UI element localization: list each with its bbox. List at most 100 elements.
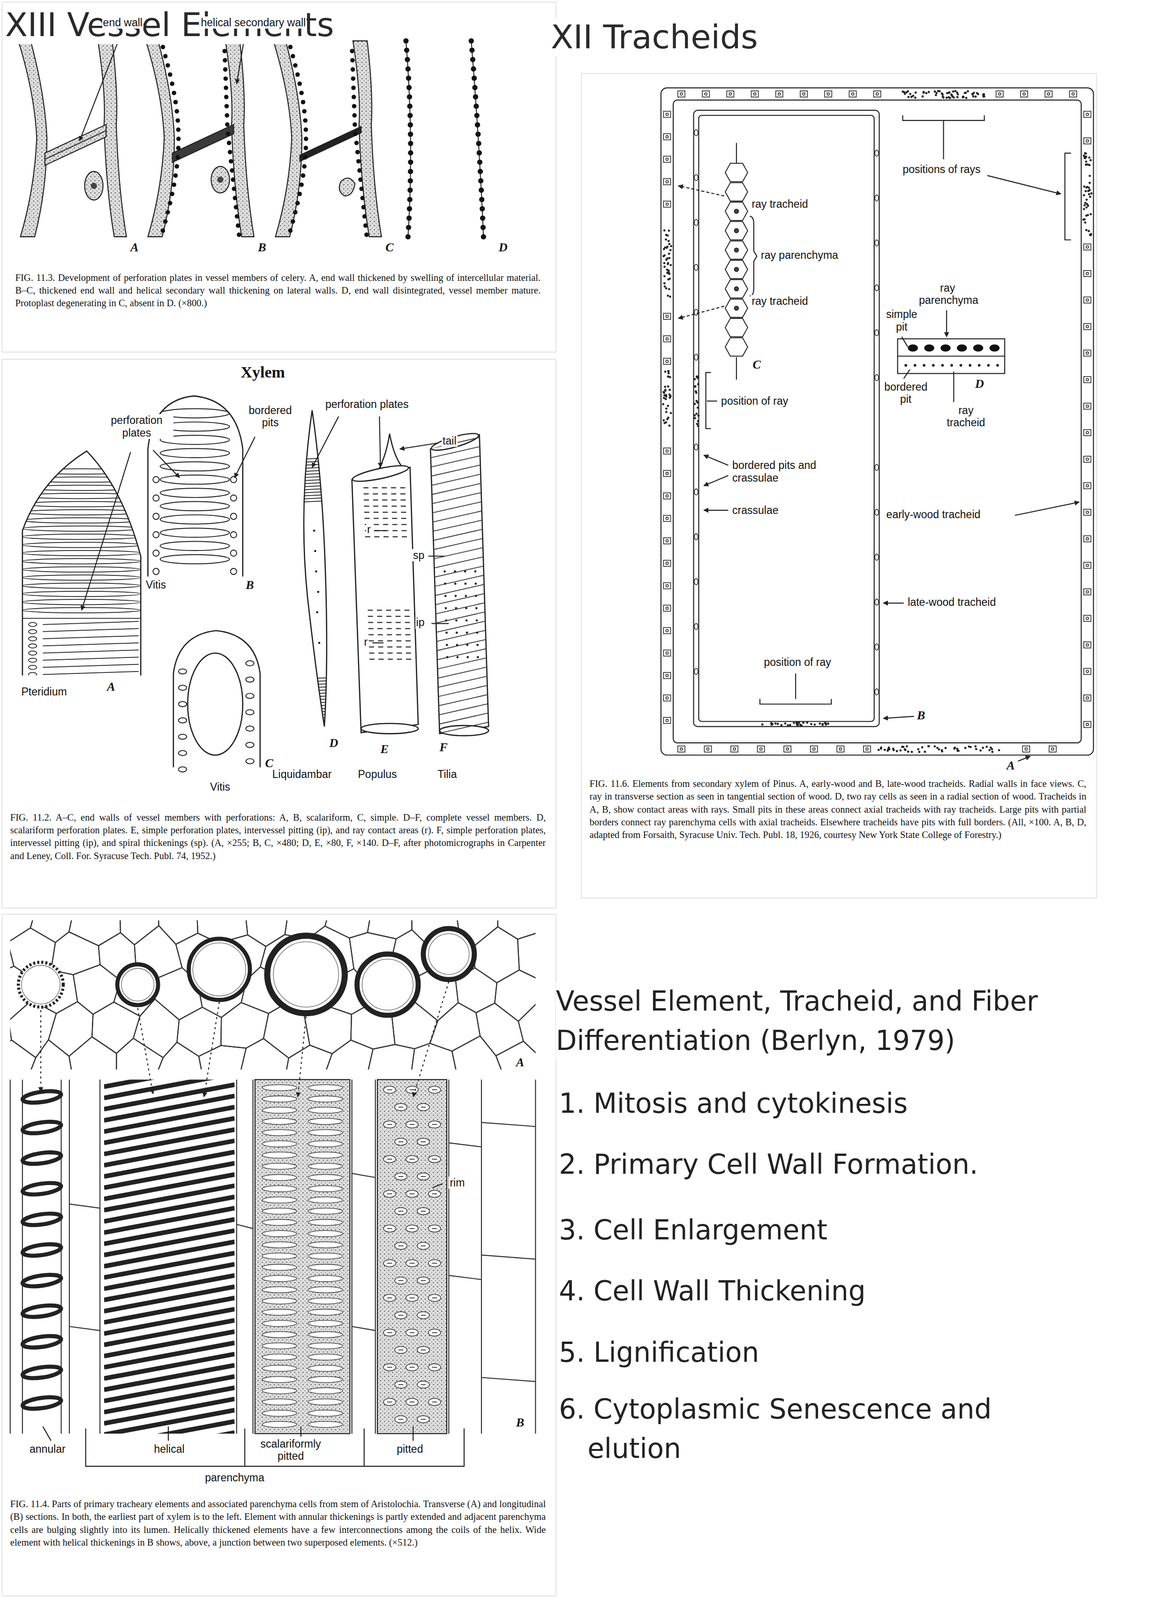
pit-dash <box>386 615 392 617</box>
pit-aperture <box>865 747 869 751</box>
bordered-pit <box>996 90 1004 98</box>
pit-aperture <box>851 92 854 96</box>
bordered-pit <box>1083 270 1091 277</box>
pit-aperture <box>665 517 669 520</box>
pit-dash <box>374 536 380 538</box>
helix-coil <box>104 1151 235 1177</box>
bordered-pit <box>152 531 159 538</box>
pit-dot <box>465 631 469 634</box>
bordered-pit <box>383 1293 396 1301</box>
contact-pit <box>1083 156 1086 159</box>
pit-dash <box>404 615 410 617</box>
pit-dot <box>465 619 468 622</box>
thickening-dot <box>160 228 166 233</box>
contact-pit <box>668 271 671 275</box>
annular-ring <box>22 1364 62 1380</box>
contact-pit <box>1089 233 1092 237</box>
bordered-pit <box>663 649 671 656</box>
pit-dot <box>453 570 457 573</box>
handwritten-step: 1. Mitosis and cytokinesis <box>558 1083 908 1123</box>
thickening-dot <box>174 164 180 169</box>
helix-coil <box>104 1364 235 1390</box>
pit-dash <box>401 529 407 531</box>
pit-aperture <box>398 1314 404 1316</box>
pit-dot <box>456 655 459 659</box>
pit-dash <box>368 646 375 648</box>
nucleus <box>734 228 739 233</box>
helix-coil <box>104 1375 235 1401</box>
plate-edge <box>22 617 143 619</box>
small-pit <box>977 363 981 367</box>
thickening-dot <box>474 112 480 119</box>
annular-ring <box>22 1272 62 1288</box>
part-label: ray parenchyma <box>759 248 840 262</box>
pit-aperture <box>431 1366 437 1368</box>
pit-aperture <box>665 360 669 363</box>
contact-pit <box>667 372 670 375</box>
thickening-dot <box>355 150 361 155</box>
perforation-bar <box>308 683 331 685</box>
thickening-dot <box>406 84 412 91</box>
slit-pit <box>308 1286 343 1293</box>
pit-aperture <box>431 1193 437 1195</box>
cell-wall <box>99 1079 101 1434</box>
contact-pit <box>951 95 954 98</box>
contact-pit <box>786 723 789 727</box>
contact-pit <box>964 746 967 750</box>
contact-pit <box>761 723 764 726</box>
pit <box>178 684 187 691</box>
thickening-dot <box>169 81 175 87</box>
pit-dot <box>465 643 469 647</box>
annular-ring <box>22 1303 62 1319</box>
pit-dash <box>400 511 406 513</box>
pit-dash <box>377 633 384 635</box>
pit-aperture <box>706 747 709 751</box>
annular-ring <box>22 1333 62 1350</box>
pit <box>28 629 37 634</box>
contact-pit <box>770 723 774 726</box>
pit-dash <box>396 646 402 648</box>
tracheary-element <box>357 954 419 1016</box>
thickening-dot <box>290 53 296 59</box>
spiral-line <box>434 627 498 642</box>
pit-aperture <box>665 674 669 677</box>
pit-dash <box>373 517 379 519</box>
pit-dash <box>405 639 411 641</box>
thickening-dot <box>222 48 227 54</box>
part-label: perforation plates <box>99 413 174 439</box>
slit-pit <box>308 1331 343 1338</box>
small-pit <box>931 363 935 367</box>
pit-aperture <box>1047 92 1050 96</box>
contact-pit <box>905 744 909 748</box>
bordered-pit <box>663 560 671 567</box>
pitted-element <box>377 1079 447 1434</box>
bordered-pit <box>702 90 710 98</box>
pit-dash <box>382 511 388 513</box>
perforation-bar <box>22 591 141 597</box>
pit-aperture <box>1086 484 1089 487</box>
contact-pit <box>983 93 986 96</box>
bordered-pit <box>417 1380 430 1388</box>
panel-frame <box>1 2 1097 1596</box>
pit <box>178 734 187 740</box>
handwritten-step: 4. Cell Wall Thickening <box>558 1270 866 1311</box>
spiral-line <box>435 664 500 679</box>
pit-aperture <box>398 1349 404 1351</box>
perforation-bar <box>22 566 141 572</box>
helix-coil <box>104 1387 235 1412</box>
pit-dot <box>454 594 458 597</box>
cross-wall <box>481 1377 536 1382</box>
perforation-bar <box>160 448 230 458</box>
part-label: helical <box>152 1442 186 1455</box>
pit <box>874 329 879 336</box>
pit <box>178 701 187 707</box>
parenchyma-cell <box>116 1037 164 1069</box>
contact-pit <box>824 721 827 725</box>
bordered-pit <box>1069 90 1077 98</box>
pit-dot <box>454 607 458 610</box>
pit-dash <box>405 646 411 648</box>
part-label: parenchyma <box>203 1471 266 1484</box>
vessel-members <box>22 395 489 767</box>
contact-pit <box>668 424 671 427</box>
parenchyma-bracket <box>85 1427 465 1466</box>
